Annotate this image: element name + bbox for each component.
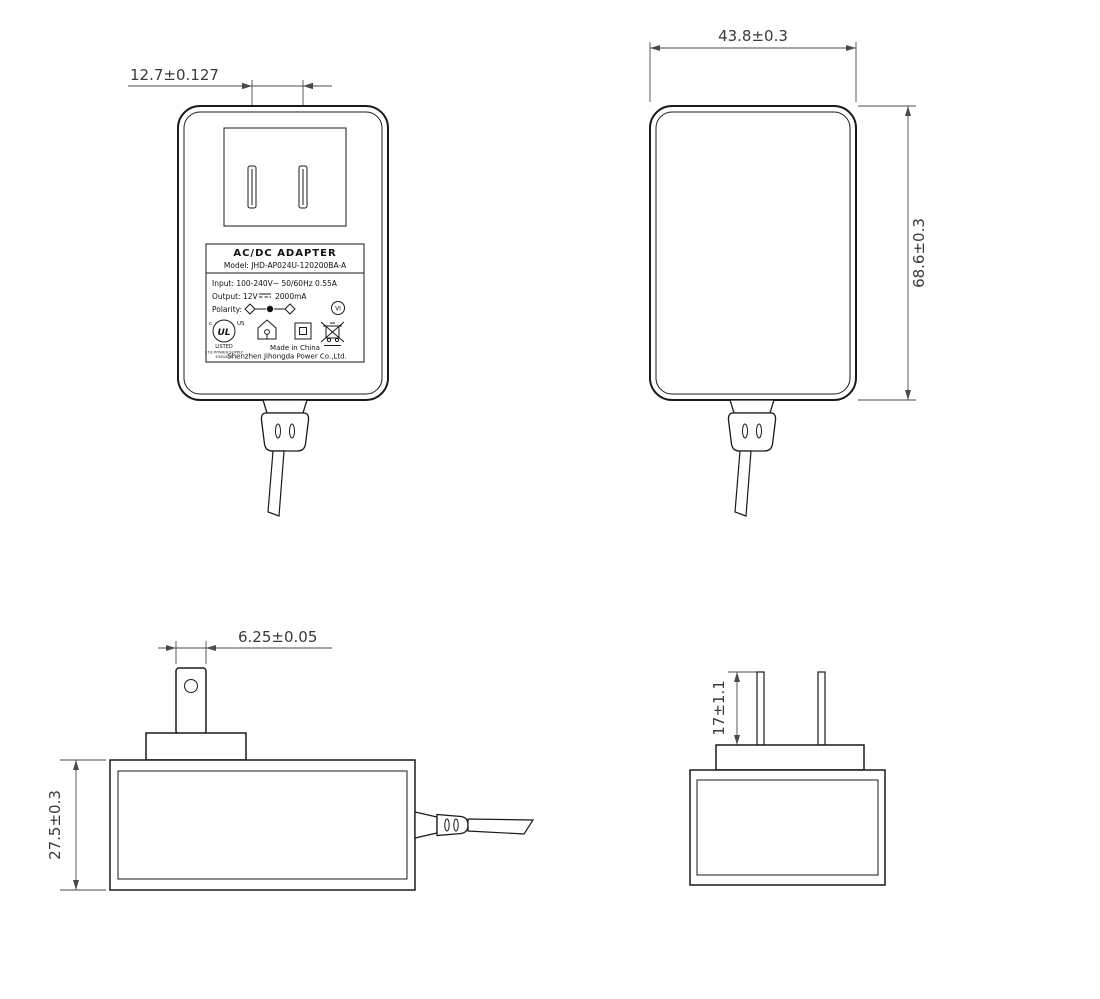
front-cable [267,450,285,517]
label-made-in: Made in China [270,344,320,352]
rear-side-view: 17±1.1 [689,671,886,886]
side-cable [467,818,535,835]
side-cable-exit [414,811,535,839]
ul-file-number: E361827 [216,354,233,359]
dc-symbol-icon [259,293,271,298]
front-body-inner-outline [183,111,383,395]
dim-prong-spacing-label: 12.7±0.127 [130,66,219,84]
ul-us-text: US [237,321,245,327]
label-model: Model: JHD-AP024U-120200BA-A [224,261,347,270]
side-view: 6.25±0.05 27.5±0.3 [46,628,535,891]
plug-prongs-front [247,165,308,209]
depth-dimension: 27.5±0.3 [46,759,106,891]
rear-prongs [756,671,826,746]
label-input: Input: 100-240V~ 50/60Hz 0.55A [212,279,338,288]
efficiency-vi-text: VI [335,306,341,313]
dim-depth-label: 27.5±0.3 [46,790,64,860]
front-view: 12.7±0.127 AC/DC ADAPTER Model: JHD-AP02… [128,66,389,517]
ul-ite-text: I.T.E POWER SUPPLY [205,350,244,355]
height-dimension: 68.6±0.3 [858,105,928,401]
efficiency-vi-mark-icon: VI [331,301,345,315]
label-company: Shenzhen Jihongda Power Co.,Ltd. [227,353,346,361]
label-output: Output: 12V [212,292,259,301]
dim-prong-length-label: 17±1.1 [710,680,728,736]
class-ii-double-square-icon [294,322,312,340]
rear-body-outline [689,769,886,886]
back-strain-relief [727,399,777,517]
prong-hole [184,679,198,693]
polarity-symbol-icon [244,303,296,315]
dim-prong-width-label: 6.25±0.05 [238,628,317,646]
plug-recess [223,127,347,227]
back-body-inner-outline [655,111,851,395]
width-dimension: 43.8±0.3 [649,27,857,102]
dim-height-label: 68.6±0.3 [910,218,928,288]
back-body-outline [649,105,857,401]
rear-plug-base [715,744,865,771]
ul-mark-icon: UL c US [209,319,245,343]
prong-width-dimension: 6.25±0.05 [158,628,332,664]
side-body-inner-outline [117,770,408,880]
back-cable [734,450,752,517]
rating-label-border [205,243,365,363]
back-view: 43.8±0.3 68.6±0.3 [649,27,928,517]
ul-c-text: c [209,321,212,327]
dim-width-label: 43.8±0.3 [718,27,788,45]
side-body-outline [109,759,416,891]
side-prong [175,667,207,735]
indoor-use-house-icon [257,319,277,340]
prong-length-dimension: 17±1.1 [710,671,757,745]
weee-crossed-bin-icon [320,321,345,346]
ul-listed-text: LISTED [215,344,233,350]
label-title: AC/DC ADAPTER [233,248,336,259]
label-output-current: 2000mA [275,292,307,301]
rating-label: AC/DC ADAPTER Model: JHD-AP024U-120200BA… [205,243,365,363]
rear-body-inner-outline [696,779,879,876]
label-polarity: Polarity: [212,305,242,314]
side-plug-base [145,732,247,761]
ul-letters: UL [217,328,230,338]
front-strain-relief [260,399,310,517]
